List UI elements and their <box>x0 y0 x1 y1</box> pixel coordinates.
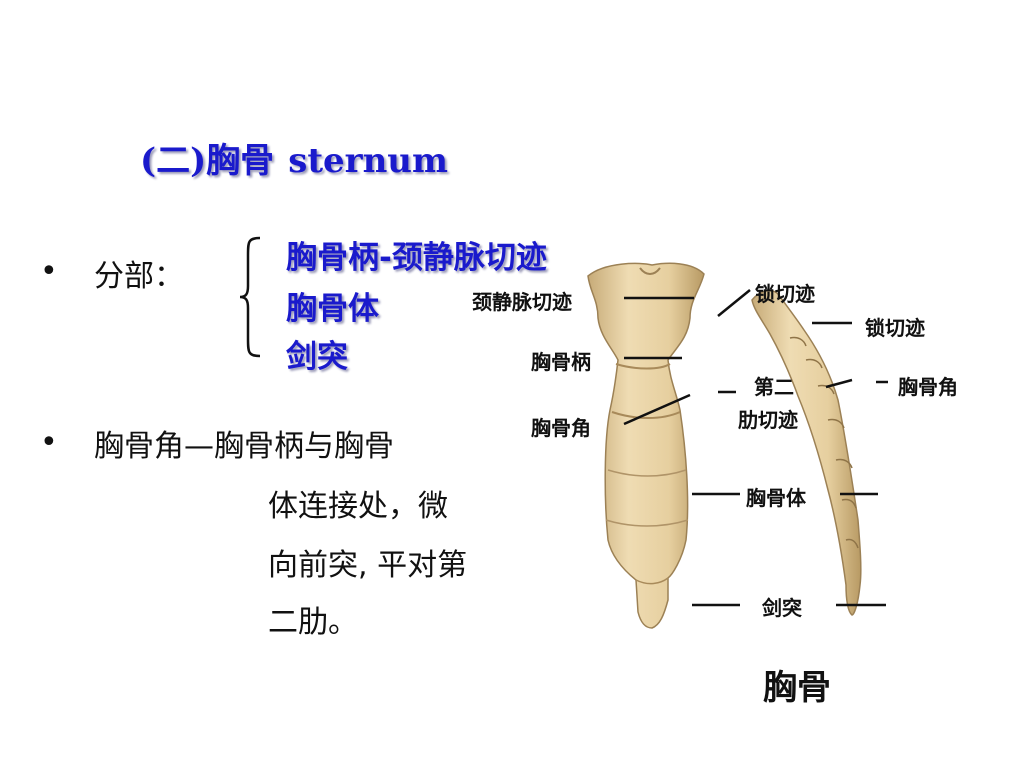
label-body: 胸骨体 <box>746 486 806 510</box>
angle-line-3: 二肋。 <box>268 605 358 640</box>
title-english: sternum <box>288 141 448 181</box>
part-xiphoid: 剑突 <box>286 339 348 375</box>
leader-lines <box>623 289 888 607</box>
label-second-costal-2: 肋切迹 <box>738 408 798 432</box>
angle-line-2: 向前突, 平对第 <box>268 548 468 583</box>
angle-line-1: 体连接处，微 <box>268 489 448 524</box>
label-clavicular-notch-top: 锁切迹 <box>755 282 815 306</box>
bullet-marker-2: • <box>40 425 58 460</box>
angle-heading: 胸骨角—胸骨柄与胸骨 <box>94 429 394 464</box>
label-sternal-angle-right: 胸骨角 <box>898 375 958 399</box>
sternum-side-view <box>751 289 862 616</box>
label-clavicular-notch-right: 锁切迹 <box>865 316 925 340</box>
part-manubrium: 胸骨柄-颈静脉切迹 <box>286 240 547 276</box>
label-manubrium: 胸骨柄 <box>531 350 591 374</box>
title-chinese: (二)胸骨 <box>140 141 275 181</box>
part-body: 胸骨体 <box>286 291 379 327</box>
parts-label: 分部： <box>94 259 184 294</box>
slide-title: (二)胸骨 sternum <box>140 133 448 182</box>
brace-icon <box>239 236 261 358</box>
sternum-front-view <box>587 262 705 629</box>
label-xiphoid: 剑突 <box>762 596 802 620</box>
label-sternal-angle-left: 胸骨角 <box>531 416 591 440</box>
label-jugular-notch: 颈静脉切迹 <box>472 290 572 314</box>
label-second-costal-1: 第二 <box>754 375 794 399</box>
bullet-marker: • <box>40 254 58 289</box>
figure-caption: 胸骨 <box>763 668 831 708</box>
